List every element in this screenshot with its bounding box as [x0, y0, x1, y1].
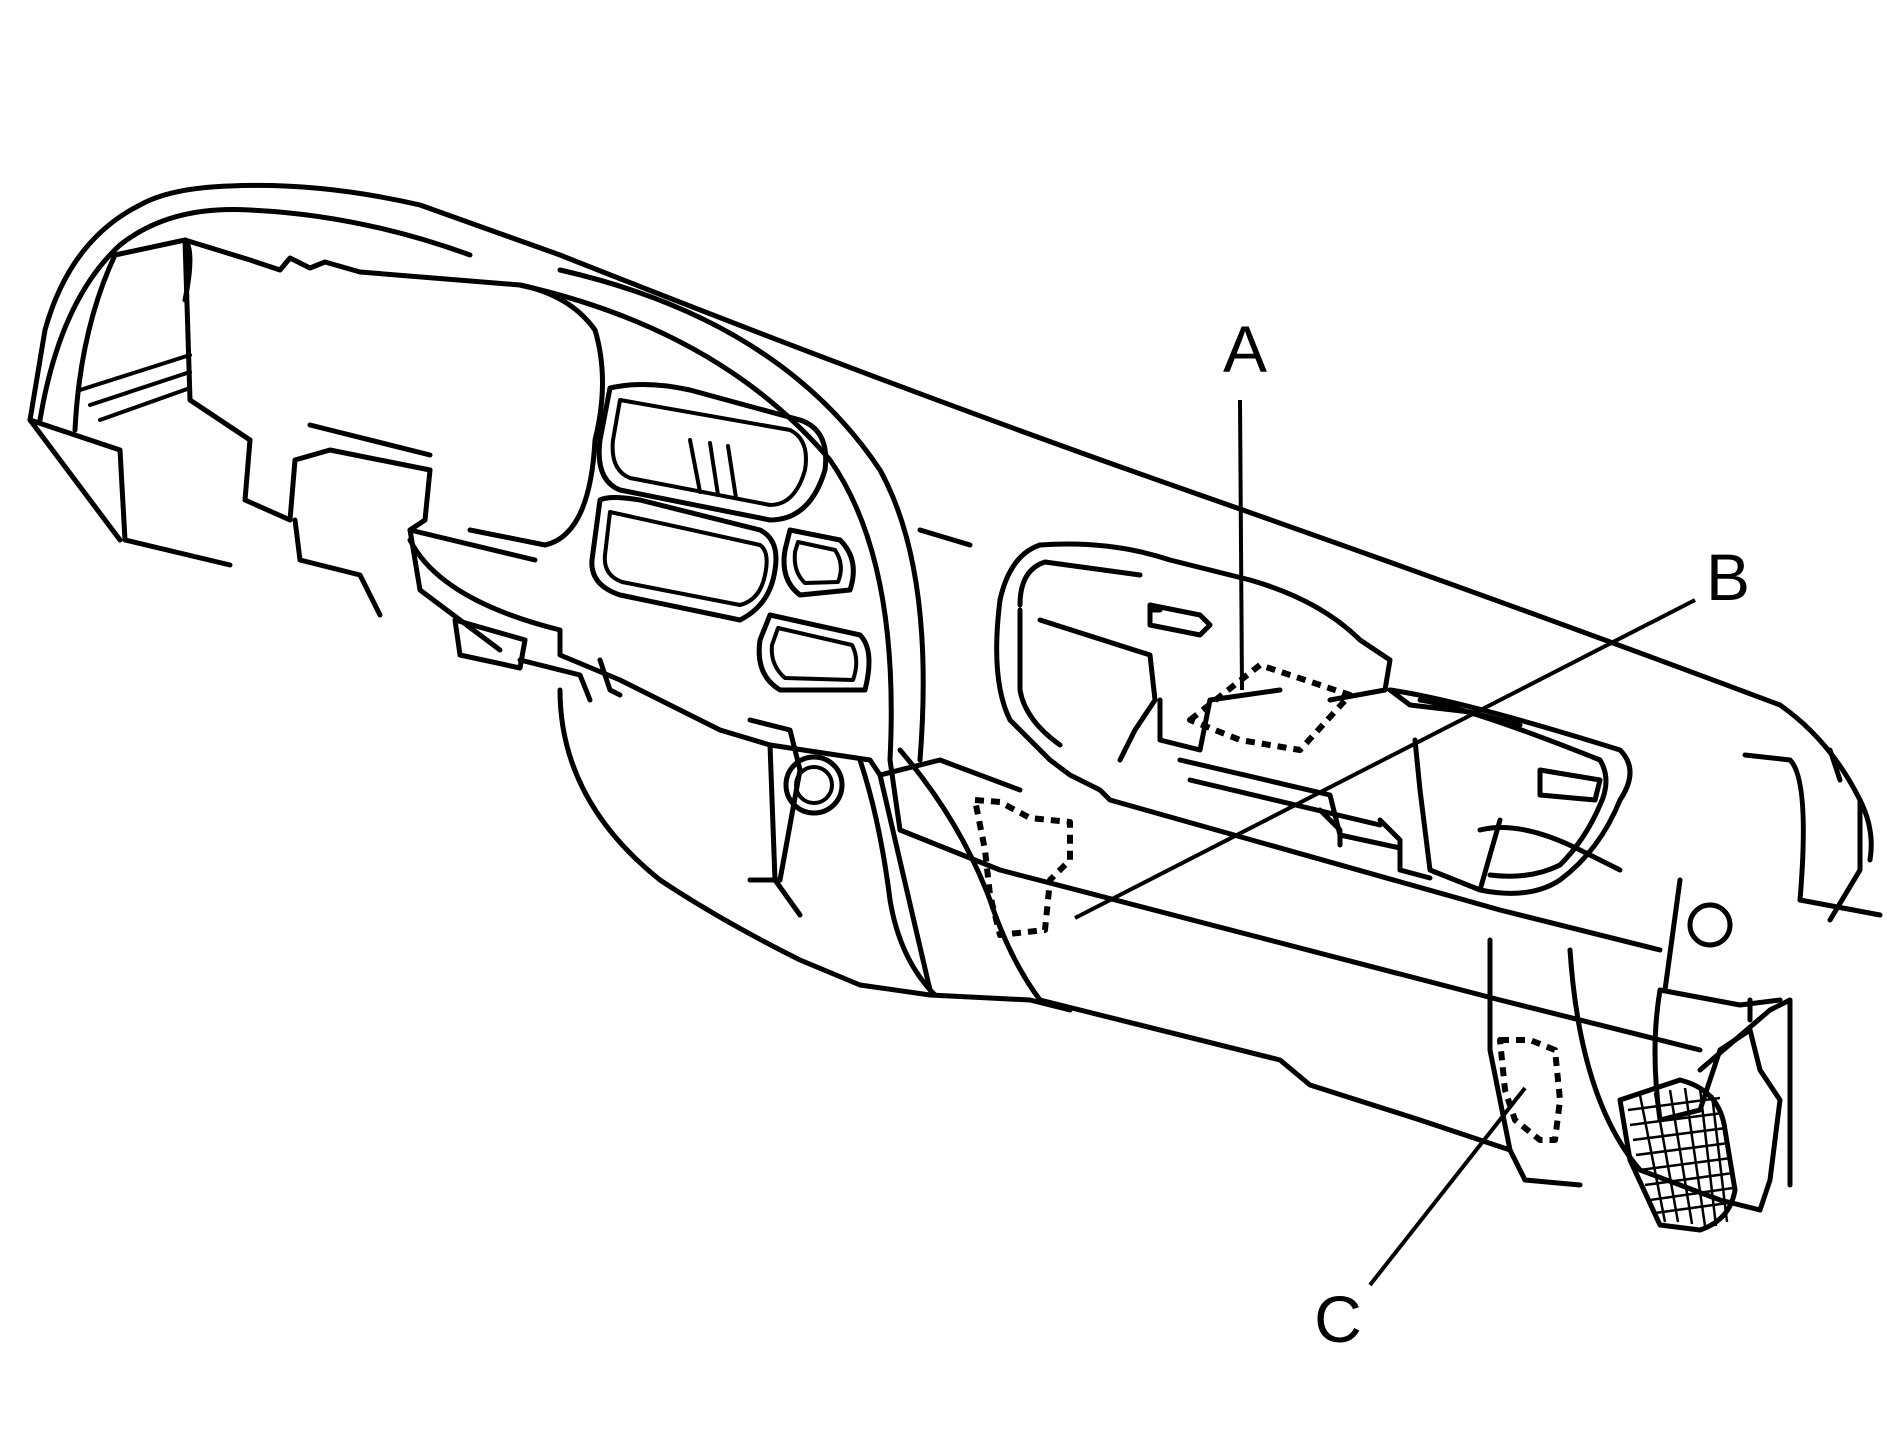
dash-top-lines — [887, 527, 1883, 1053]
glove-box-area — [1037, 757, 1793, 1213]
center-stack — [994, 541, 1633, 896]
component-b-outline — [972, 797, 1073, 938]
instrument-panel-outline — [27, 182, 1874, 1013]
component-c-outline — [1497, 1037, 1563, 1143]
component-a-outline — [1187, 662, 1353, 753]
leader-lines — [1074, 399, 1696, 1287]
leader-b — [1074, 598, 1696, 920]
leader-a — [1238, 399, 1244, 691]
leader-c — [1368, 1086, 1527, 1287]
callout-a: A — [1223, 312, 1267, 386]
component-markers — [972, 662, 1563, 1143]
vent-grille — [1617, 1077, 1738, 1233]
steering-column-area — [747, 717, 1043, 1003]
callout-c: C — [1314, 1282, 1362, 1356]
callout-b: B — [1706, 540, 1750, 614]
gauge-cluster — [517, 267, 926, 763]
